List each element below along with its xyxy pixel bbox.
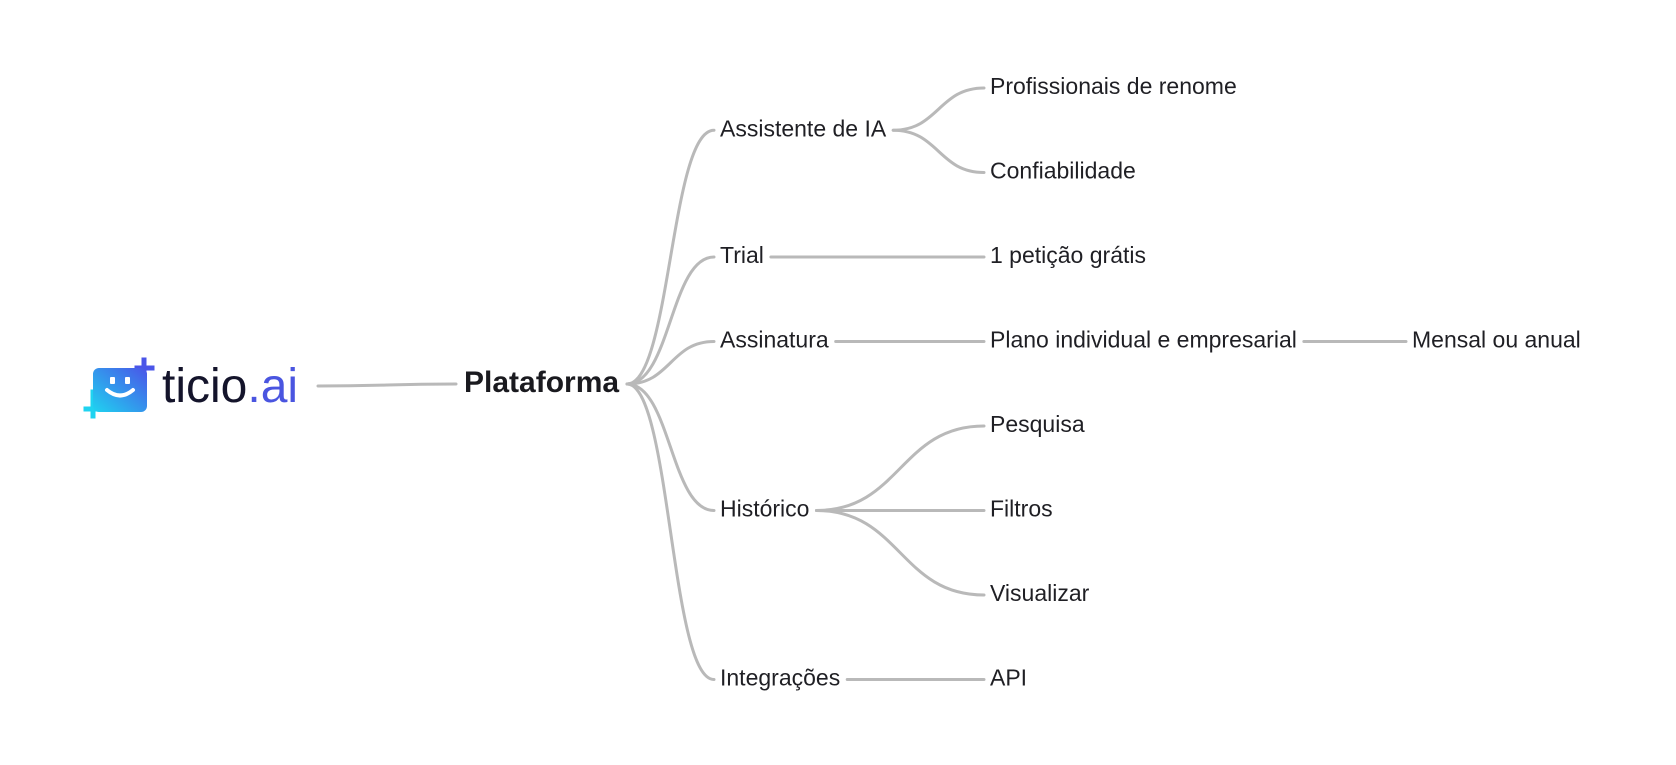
leaf-node-confiabilidade: Confiabilidade <box>990 158 1136 184</box>
edge-root-to-assistente-de-ia <box>625 128 716 386</box>
logo-suffix-text: ai <box>261 360 298 413</box>
leaf-node-api: API <box>990 665 1027 691</box>
branch-node-integracoes: Integrações <box>720 665 840 691</box>
branch-node-assistente-de-ia: Assistente de IA <box>720 115 887 141</box>
edge-root-to-trial <box>625 255 716 386</box>
edge-assistente-de-ia-to-confiabilidade <box>891 128 986 174</box>
ticio-logo-wordmark: ticio.ai <box>162 360 298 413</box>
edges-layer <box>316 86 1408 681</box>
edge-root-to-historico <box>625 382 716 512</box>
edge-root-to-integracoes <box>625 382 716 681</box>
edge-historico-to-visualizar <box>814 509 986 597</box>
robot-face-icon <box>83 357 155 419</box>
leaf-node-mensal-ou-anual: Mensal ou anual <box>1412 327 1581 353</box>
ticio-logo: ticio.ai <box>83 357 298 419</box>
edge-historico-to-pesquisa <box>814 424 986 512</box>
logo-brand-text: ticio <box>162 360 247 413</box>
leaf-node-filtros: Filtros <box>990 496 1053 522</box>
leaf-node-plano-individual-e-empresarial: Plano individual e empresarial <box>990 327 1297 353</box>
leaf-node-profissionais-de-renome: Profissionais de renome <box>990 73 1237 99</box>
edge-root-to-assinatura <box>625 340 716 386</box>
leaf-node-visualizar: Visualizar <box>990 580 1090 606</box>
labels-layer: Plataforma Assistente de IA Profissionais … <box>464 73 1581 691</box>
branch-node-trial: Trial <box>720 242 764 268</box>
edge-logo-to-root <box>316 382 458 388</box>
leaf-node-1-peticao-gratis: 1 petição grátis <box>990 242 1146 268</box>
root-node-plataforma: Plataforma <box>464 366 619 399</box>
leaf-node-pesquisa: Pesquisa <box>990 411 1085 437</box>
logo-dot-text: . <box>247 360 260 413</box>
edge-assistente-de-ia-to-profissionais-de-renome <box>891 86 986 132</box>
branch-node-assinatura: Assinatura <box>720 327 829 353</box>
branch-node-historico: Histórico <box>720 496 809 522</box>
